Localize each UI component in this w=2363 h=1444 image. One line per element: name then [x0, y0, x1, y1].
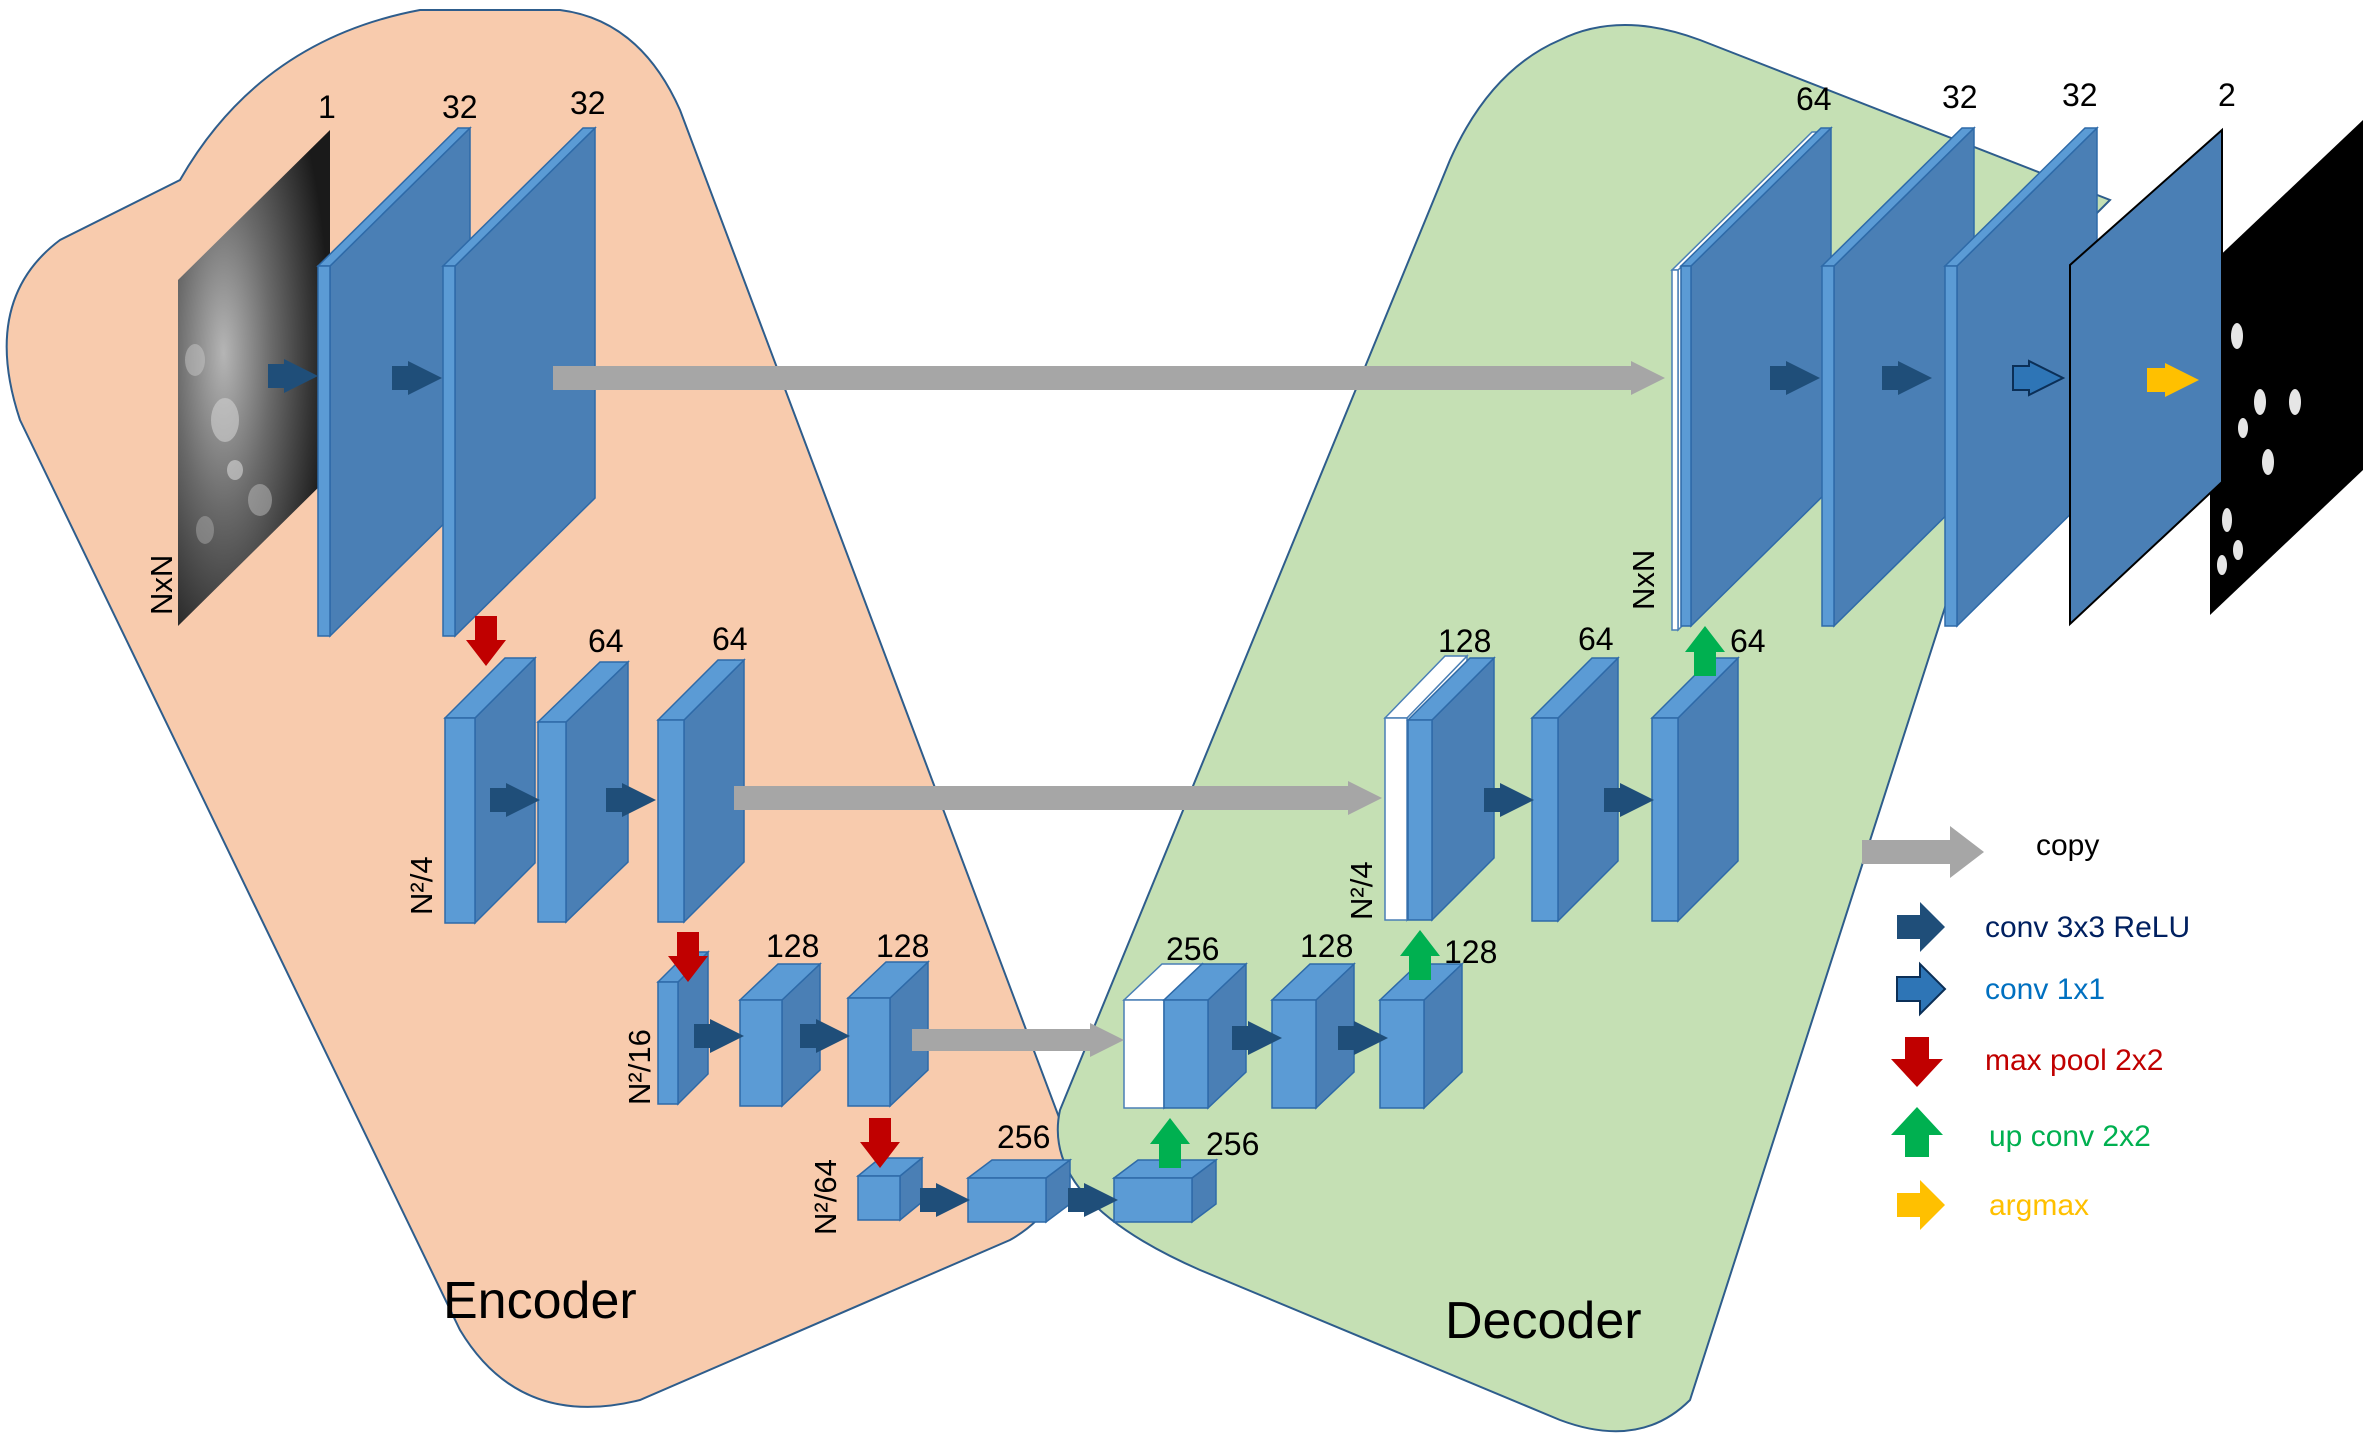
legend-label-copy: copy: [2036, 829, 2099, 862]
conv3x3-arrow: [606, 783, 656, 817]
operation-arrows: [268, 359, 2199, 1217]
conv3x3-arrow: [1068, 1183, 1118, 1217]
output-image: [2210, 120, 2363, 615]
legend-item-conv3x3: conv 3x3 ReLU: [1897, 902, 2190, 952]
block-dec2-concat: [1406, 656, 1496, 922]
legend-label-conv1x1: conv 1x1: [1985, 973, 2105, 1006]
dim-label-level3: N²/16: [622, 1029, 657, 1105]
conv3x3-arrow: [1770, 361, 1820, 395]
conv3x3-arrow: [1484, 783, 1534, 817]
conv3x3-arrow: [694, 1019, 744, 1053]
channel-label: 256: [1206, 1126, 1259, 1162]
legend-item-upconv: up conv 2x2: [1891, 1107, 2151, 1157]
block-bottleneck: [965, 1158, 1073, 1224]
channel-label: 128: [1300, 928, 1353, 964]
block-dec3-concat: [1162, 962, 1248, 1110]
legend-item-conv1x1: conv 1x1: [1896, 961, 2105, 1017]
block-enc2-b: [536, 660, 630, 924]
channel-label: 64: [588, 623, 624, 659]
conv3x3-arrow: [1232, 1021, 1282, 1055]
block-enc4-a: [855, 1156, 925, 1222]
block-dec2-b: [1530, 656, 1620, 923]
maxpool-arrow: [860, 1118, 900, 1168]
channel-label: 32: [570, 85, 606, 121]
dim-label-level4: N²/64: [808, 1159, 843, 1235]
channel-label: 1: [318, 89, 336, 125]
encoder-label: Encoder: [443, 1272, 637, 1330]
channel-label: 32: [2062, 77, 2098, 113]
argmax-arrow: [2147, 363, 2199, 397]
channel-label: 128: [1444, 934, 1497, 970]
upconv-arrow-icon: [1891, 1107, 1943, 1157]
dim-label-level2: N²/4: [404, 856, 439, 915]
channel-label: 64: [1730, 623, 1766, 659]
decoder-label: Decoder: [1445, 1292, 1642, 1350]
block-enc1-b: [441, 126, 597, 638]
maxpool-arrow: [466, 616, 506, 666]
channel-label: 64: [1796, 81, 1832, 117]
upconv-arrow: [1685, 626, 1725, 676]
legend-label-conv3x3: conv 3x3 ReLU: [1985, 911, 2190, 944]
legend-item-copy: copy: [1862, 826, 2099, 878]
channel-label: 256: [1166, 931, 1219, 967]
channel-label: 128: [1438, 623, 1491, 659]
conv3x3-arrow-icon: [1897, 902, 1945, 952]
channel-label: 32: [1942, 79, 1978, 115]
upconv-arrow: [1400, 930, 1440, 980]
channel-label: 64: [1578, 621, 1614, 657]
channel-labels: 1 32 32 64 64 128 128 256 256 256 128 12…: [318, 77, 2236, 1162]
channel-label: 128: [766, 928, 819, 964]
dimension-labels: N²/4 N²/16 N²/64 N²/4 NxN: [404, 550, 1661, 1235]
copy-arrow-icon: [1862, 826, 1984, 878]
block-dec3-c: [1378, 962, 1464, 1110]
input-image: [178, 130, 330, 626]
legend-label-upconv: up conv 2x2: [1989, 1120, 2151, 1153]
legend-item-argmax: argmax: [1897, 1180, 2089, 1230]
block-dec2-c: [1650, 656, 1740, 923]
upconv-arrow: [1150, 1118, 1190, 1168]
channel-label: 64: [712, 621, 748, 657]
block-enc2-c: [656, 658, 746, 924]
conv3x3-arrow: [920, 1183, 970, 1217]
conv3x3-arrow: [1604, 783, 1654, 817]
block-dec3-b: [1270, 962, 1356, 1110]
block-enc3-c: [846, 960, 930, 1108]
conv3x3-arrow: [392, 361, 442, 395]
conv1x1-arrow-icon: [1896, 961, 1947, 1017]
maxpool-arrow-icon: [1891, 1037, 1943, 1087]
maxpool-arrow: [668, 932, 708, 982]
conv3x3-arrow: [490, 783, 540, 817]
argmax-arrow-icon: [1897, 1180, 1945, 1230]
copy-arrow: [734, 781, 1382, 815]
conv3x3-arrow: [268, 359, 318, 393]
copy-arrow: [553, 361, 1665, 395]
legend: copy conv 3x3 ReLU conv 1x1 max pool 2x2…: [1862, 826, 2190, 1230]
conv3x3-arrow: [800, 1019, 850, 1053]
block-up1: [1111, 1158, 1219, 1224]
channel-label: 32: [442, 89, 478, 125]
block-dec1-conv1x1: [2069, 127, 2223, 627]
conv1x1-arrow: [2012, 359, 2066, 397]
channel-label: 128: [876, 928, 929, 964]
dim-label-input: NxN: [144, 555, 179, 615]
conv3x3-arrow: [1338, 1021, 1388, 1055]
legend-label-maxpool: max pool 2x2: [1985, 1044, 2163, 1077]
channel-label: 256: [997, 1119, 1050, 1155]
conv3x3-arrow: [1882, 361, 1932, 395]
channel-label: 2: [2218, 77, 2236, 113]
copy-arrow: [912, 1023, 1124, 1057]
dim-label-level1-decoder: NxN: [1626, 550, 1661, 610]
dim-label-level2-decoder: N²/4: [1344, 861, 1379, 920]
legend-label-argmax: argmax: [1989, 1189, 2089, 1222]
legend-item-maxpool: max pool 2x2: [1891, 1037, 2163, 1087]
